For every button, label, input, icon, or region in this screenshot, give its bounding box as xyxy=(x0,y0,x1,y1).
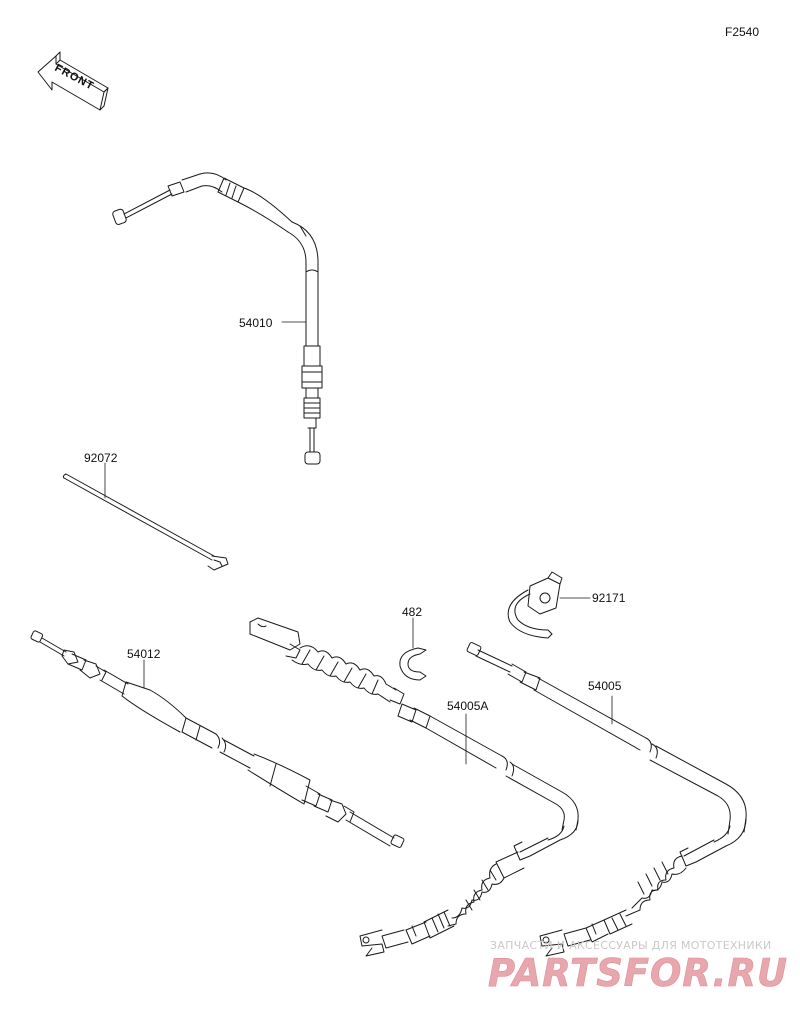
cable-54010-drawing xyxy=(112,172,323,465)
part-label-92072: 92072 xyxy=(84,451,118,465)
part-label-92171: 92171 xyxy=(592,591,626,605)
part-label-54005A: 54005A xyxy=(447,699,489,713)
part-label-54010: 54010 xyxy=(239,316,273,330)
bracket-92171-drawing xyxy=(507,571,591,639)
part-label-54005: 54005 xyxy=(588,679,622,693)
watermark-logo: PARTSFOR.RU xyxy=(488,951,788,996)
cable-54012-drawing xyxy=(30,630,405,848)
clamp-92072-drawing xyxy=(62,462,229,571)
front-label: FRONT xyxy=(53,62,97,93)
part-label-482: 482 xyxy=(402,605,423,619)
clip-482-drawing xyxy=(399,617,427,681)
front-arrow-icon xyxy=(37,51,109,111)
cable-54005A-drawing xyxy=(249,617,579,957)
watermark-logo-text: PARTSFOR.RU xyxy=(488,951,788,995)
part-label-54012: 54012 xyxy=(127,647,161,661)
front-text: FRONT xyxy=(53,62,97,93)
watermark-caption: ЗАПЧАСТИ И АКСЕССУАРЫ ДЛЯ МОТОТЕХНИКИ xyxy=(490,939,772,952)
cable-54005-drawing xyxy=(466,642,747,957)
figure-code: F2540 xyxy=(725,25,760,39)
